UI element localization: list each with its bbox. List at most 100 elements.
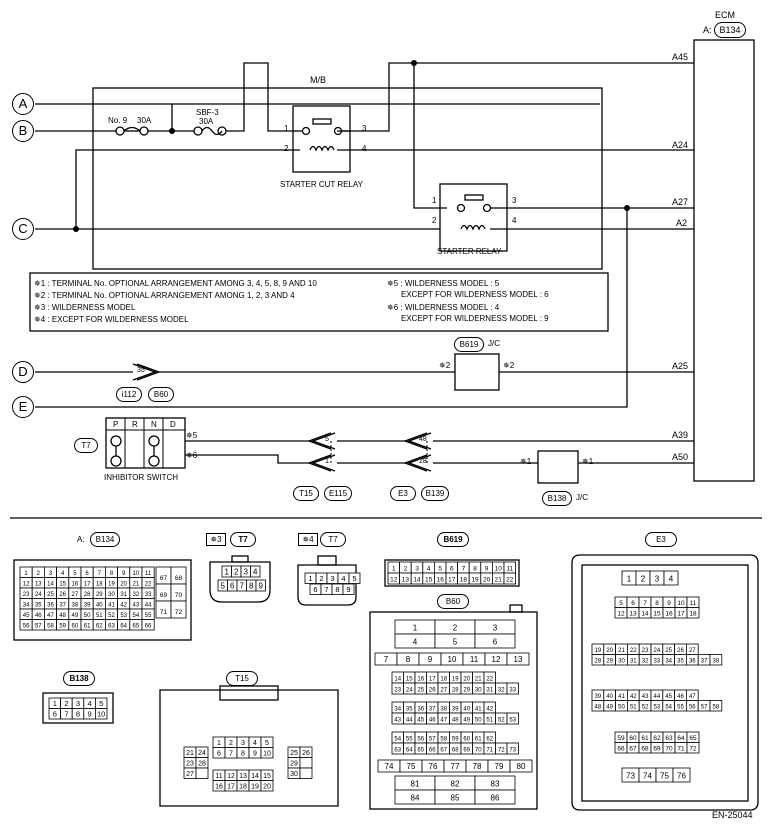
t15-lower-pin: 17 [227,783,235,790]
star3-box: ✵3 [206,533,226,546]
t7a-row1-cell [250,565,261,578]
e3-g4-pin: 68 [641,745,649,752]
e3-g4-pin: 63 [665,735,673,742]
pin-label-a27: A27 [672,197,689,207]
b139-badge: B139 [421,486,449,501]
e115-badge: E115 [324,486,352,501]
b138-pin: 8 [76,709,80,718]
t15-center-cell [260,747,274,759]
b134-pin: 2 [37,571,41,577]
b134-prefix: A: [77,535,85,544]
note-6: ✵6 : WILDERNESS MODEL : 4 [387,303,500,312]
t15-lower-pin: 18 [239,783,247,790]
connector-e3-chevron-28-outer [403,454,428,472]
b60-g3-pin: 60 [463,736,470,742]
b138-pin: 6 [53,709,57,718]
t15-latch [219,685,279,701]
e3-g2-pin: 32 [642,658,649,664]
t7b-row2-cell [342,583,355,595]
scr-contact-right [333,126,343,136]
e3-g3-pin: 52 [642,704,649,710]
inhibitor-contact [148,435,160,447]
b60-g2-pin: 41 [475,706,482,712]
b60-g1-pin: 18 [440,676,447,682]
t15-lower-pin: 16 [215,783,223,790]
b60-top-pin: 4 [413,638,418,647]
b60-g3-pin: 56 [417,736,424,742]
b60-latch [509,604,523,613]
t15-center-pin: 5 [265,740,269,747]
b134-pin: 3 [49,571,53,577]
b138-cell [95,708,108,720]
b134-pin: 25 [47,592,54,598]
e3-g3-pin: 53 [654,704,661,710]
e3-row2-pin: 73 [626,772,635,781]
circle-b: B [12,120,34,142]
e3-g3-pin: 42 [630,694,637,700]
b134-pin: 41 [108,602,115,608]
b60-g2-pin: 42 [486,706,493,712]
e3-g3-pin: 44 [654,694,661,700]
e3-g3-pin: 39 [595,694,602,700]
e3-g3-pin: 50 [618,704,625,710]
e3-g2-pin: 30 [618,658,625,664]
b134-pin: 22 [145,581,152,587]
b60-g1-pin: 20 [463,676,470,682]
starter-cut-relay-t4: 4 [362,144,367,153]
pin-label-a50: A50 [672,452,689,462]
e3-g2-pin: 33 [654,658,661,664]
e3-g3-pin: 51 [630,704,637,710]
b60-g3-pin: 69 [463,747,470,753]
b60-g3-pin: 73 [509,747,516,753]
b60-g1-pin: 17 [429,676,436,682]
t7b-row1-cell [348,572,361,584]
e3-g4-pin: 65 [689,735,697,742]
b60-row3-pin: 9 [428,655,433,664]
t15-lower-pin: 13 [239,773,247,780]
t7b-row1-pin: 2 [319,574,323,583]
sr-contact-right [482,203,492,213]
b134-pin: 20 [120,581,127,587]
b60-g2-pin: 47 [440,717,447,723]
b60-g1-pin: 31 [486,687,493,693]
t15-lower-pin: 14 [251,773,259,780]
b619-pin: 16 [437,576,445,583]
t7a-row2-pin: 7 [240,581,245,590]
b60-g3-pin: 68 [452,747,459,753]
sr-contact-left [456,203,466,213]
e3-outline [571,554,759,811]
b60-g3-pin: 72 [498,747,505,753]
note-4: ✵4 : EXCEPT FOR WILDERNESS MODEL [34,315,189,324]
pin-label-a24: A24 [672,140,689,150]
t15-center-pin: 10 [263,750,271,757]
e3-g1-pin: 6 [631,600,635,607]
b619-outline [384,559,520,587]
b60-g1-pin: 23 [394,687,401,693]
b619-pin: 20 [483,576,491,583]
e3-g2-pin: 37 [701,658,708,664]
b60-badge: B60 [148,387,174,402]
b60-g3-cell [506,742,519,755]
e3-g3-pin: 58 [713,704,720,710]
starter-cut-relay-t3: 3 [362,124,367,133]
b134-pin: 64 [120,623,127,629]
junction-dot [624,205,630,211]
scr-coil [309,145,335,152]
e3-g2-pin: 27 [689,648,696,654]
b134-pin: 50 [84,613,91,619]
t15-center-pin: 8 [241,750,245,757]
b60-g2-pin: 51 [486,717,493,723]
e3-g2-pin: 23 [642,648,649,654]
b619-badge: B619 [454,337,484,352]
b60-row4-cell [509,759,533,773]
b619-right-mark: ✵2 [503,361,515,370]
b60-g2-pin: 53 [509,717,516,723]
e3-inner [581,564,749,802]
b60-g2-pin: 35 [406,706,413,712]
b619-pin: 9 [485,565,489,572]
b60-row4-pin: 80 [517,762,526,771]
inhibitor-n: N [151,420,157,429]
b60-g1-pin: 14 [394,676,401,682]
b60-g1-pin: 21 [475,676,482,682]
mb-label: M/B [310,75,327,85]
